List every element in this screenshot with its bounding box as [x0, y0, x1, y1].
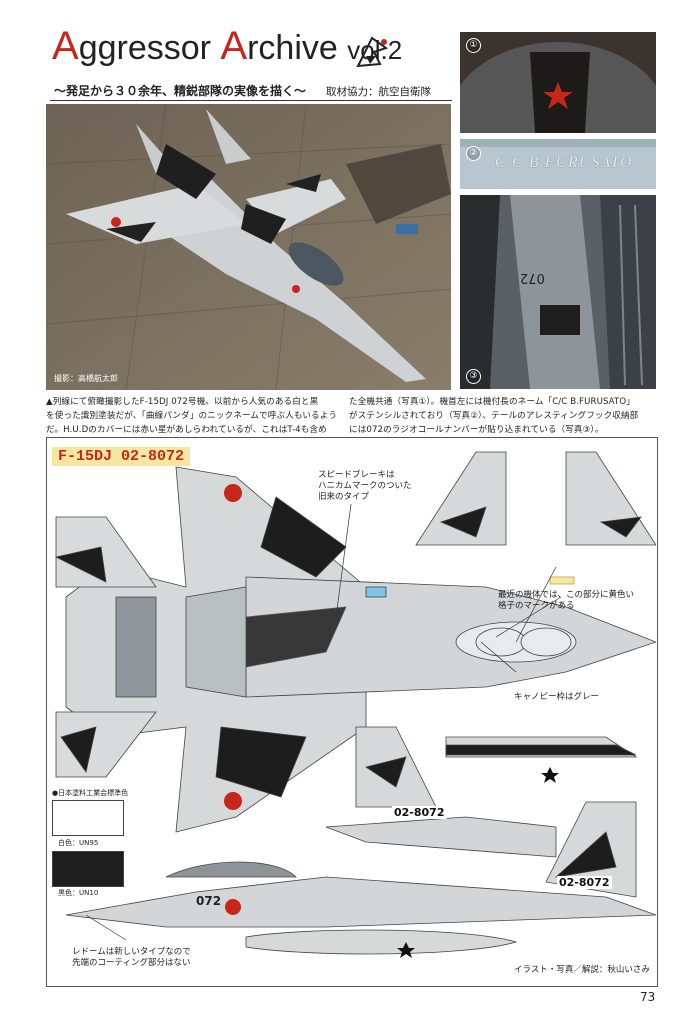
- title-word-1: ggressor: [78, 29, 221, 67]
- title-word-2: rchive: [247, 29, 338, 67]
- tail-serial-mid: 02-8072: [392, 806, 447, 819]
- photo-arresting-hook: [460, 195, 656, 389]
- photo-marker-1: ①: [466, 38, 481, 53]
- swatch-black: [52, 851, 124, 887]
- speed-brake-note: スピードブレーキは ハニカムマークのついた 旧来のタイプ: [318, 470, 412, 503]
- cooperation-credit: 取材協力：航空自衛隊: [326, 86, 431, 98]
- swatch-white: [52, 800, 124, 836]
- main-photo: [46, 104, 451, 390]
- annotation-line: スピードブレーキは: [318, 470, 395, 480]
- illustration-credit: イラスト・写真／解説：秋山いさみ: [514, 965, 650, 975]
- article-title: Aggressor Archive vol.2: [52, 26, 402, 70]
- caption-line: ▲列線にて俯瞰撮影したF-15DJ 072号機。以前から人気のある白と黒: [46, 397, 319, 407]
- photo-hud-cover: [460, 32, 656, 133]
- caption-line: だ。H.U.Dのカバーには赤い星があしらわれているが、これはT-4も含め: [46, 425, 327, 435]
- photo-nameplate: [460, 139, 656, 189]
- aggressor-logo-icon: [356, 36, 389, 68]
- plate-title: F-15DJ 02-8072: [52, 447, 191, 466]
- swatch-black-label: 黒色：UN10: [58, 889, 99, 897]
- caption-line: がステンシルされており（写真②）、テールのアレスティングフック収納部: [349, 411, 639, 421]
- illustration-plate-frame: [46, 437, 658, 987]
- recent-aircraft-note: 最近の機体では、この部分に黄色い 格子のマークがある: [498, 590, 634, 612]
- caption-line: た全機共通（写真①）。機首左には機付長のネーム「C/C B.FURUSATO」: [349, 397, 635, 407]
- annotation-line: 旧来のタイプ: [318, 492, 370, 502]
- side-code-marking: 072: [196, 894, 222, 908]
- top-view: [54, 466, 656, 833]
- belly-view: [445, 736, 638, 758]
- annotation-line: レドームは新しいタイプなので: [72, 947, 191, 957]
- side-view-mid: [325, 726, 557, 858]
- annotation-line: 格子のマークがある: [498, 601, 575, 611]
- article-subtitle: ～発足から３０余年、精鋭部隊の実像を描く～: [54, 84, 307, 98]
- annotation-line: 最近の機体では、この部分に黄色い: [498, 590, 635, 600]
- title-initial-a: A: [52, 24, 79, 68]
- tail-code-text: 072: [520, 270, 545, 285]
- tail-serial-bottom: 02-8072: [557, 876, 612, 889]
- aircraft-illustrations: [54, 451, 656, 958]
- canopy-frame-note: キャノピー枠はグレー: [514, 692, 600, 702]
- title-initial-b: A: [220, 24, 248, 68]
- vertical-fins: [415, 451, 656, 546]
- annotation-line: 先端のコーティング部分はない: [72, 958, 191, 968]
- photo-marker-3: ③: [466, 369, 481, 384]
- swatch-white-label: 白色：UN95: [58, 839, 99, 847]
- page-number: 73: [640, 990, 656, 1004]
- paint-standard-heading: ●日本塗料工業会標準色: [52, 789, 129, 797]
- header-divider: [50, 100, 452, 101]
- annotation-line: ハニカムマークのついた: [318, 481, 412, 491]
- radome-note: レドームは新しいタイプなので 先端のコーティング部分はない: [72, 947, 191, 969]
- caption-line: には072のラジオコールナンバーが貼り込まれている（写真③）。: [349, 425, 604, 435]
- side-view-bottom: [65, 801, 656, 955]
- photo-marker-2: ②: [466, 146, 481, 161]
- caption-line: を使った識別塗装だが、「曲線パンダ」のニックネームで呼ぶ人もいるよう: [46, 411, 338, 421]
- nameplate-text: C/C B.FURUSATO: [495, 154, 633, 171]
- photo-credit: 撮影：高橋航太郎: [54, 374, 118, 383]
